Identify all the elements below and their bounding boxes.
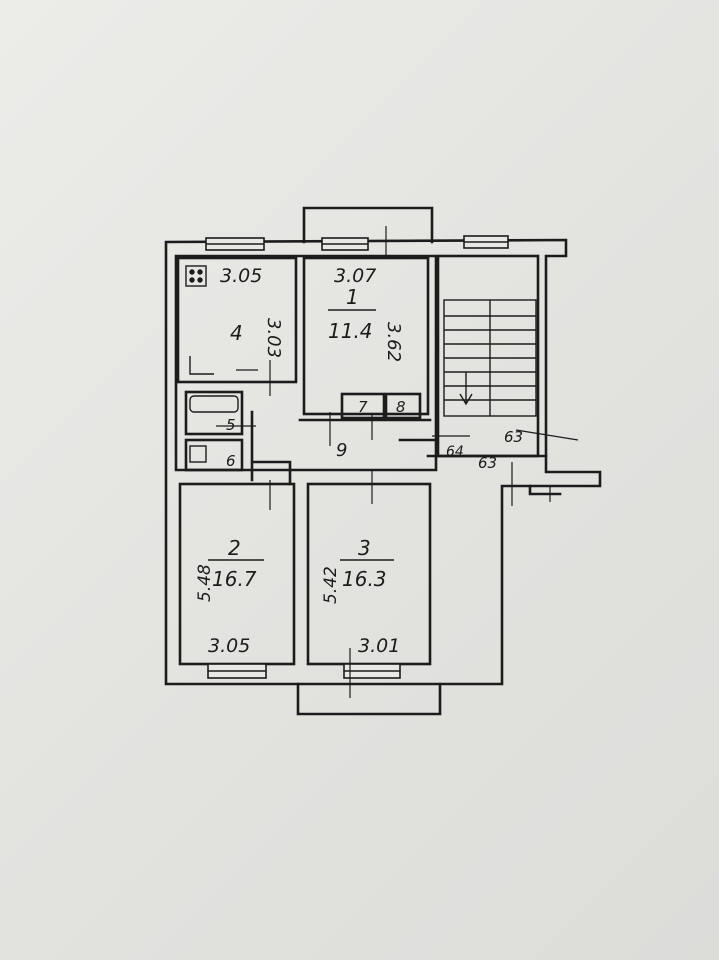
top-balcony bbox=[302, 206, 434, 244]
stove-icon bbox=[185, 265, 207, 287]
room-6-number: 6 bbox=[226, 452, 236, 470]
room-1-outline bbox=[302, 256, 430, 416]
corridor-wall bbox=[298, 418, 438, 442]
room-2-length: 5.48 bbox=[195, 564, 215, 602]
room-7-number: 7 bbox=[358, 398, 368, 416]
room-1-length: 3.62 bbox=[383, 322, 404, 362]
outer-wall bbox=[164, 238, 602, 686]
room-8-outline bbox=[384, 392, 422, 420]
room-2-area: 16.7 bbox=[212, 567, 257, 591]
room-3-number: 3 bbox=[358, 536, 371, 560]
inner-wall bbox=[174, 254, 438, 472]
room-1-number: 1 bbox=[346, 285, 359, 309]
room-4-width: 3.05 bbox=[220, 265, 262, 287]
stairs-arrow-icon bbox=[459, 372, 473, 406]
room-7-outline bbox=[340, 392, 386, 420]
corridor-wall bbox=[250, 410, 292, 486]
room-6-outline bbox=[184, 438, 244, 472]
room-1-area: 11.4 bbox=[328, 319, 373, 343]
dimension-label: 63 bbox=[478, 454, 497, 472]
room-9-number: 9 bbox=[336, 440, 347, 461]
room-3-area: 16.3 bbox=[342, 567, 387, 591]
room-2-width: 3.05 bbox=[208, 635, 250, 657]
room-1-width: 3.07 bbox=[334, 265, 376, 287]
room-3-width: 3.01 bbox=[358, 635, 400, 657]
room-5-number: 5 bbox=[226, 416, 236, 434]
dimension-label: 63 bbox=[504, 428, 523, 446]
dimension-label: 64 bbox=[446, 444, 464, 460]
room-8-number: 8 bbox=[396, 398, 406, 416]
sink-icon bbox=[189, 445, 207, 463]
room-4-number: 4 bbox=[230, 321, 243, 345]
room-2-number: 2 bbox=[228, 536, 241, 560]
room-3-length: 5.42 bbox=[321, 566, 341, 604]
kitchen-cabinet bbox=[189, 356, 214, 375]
bathtub-icon bbox=[189, 395, 239, 413]
stair-hall-outline bbox=[436, 254, 540, 458]
room-4-outline bbox=[176, 256, 298, 384]
room-5-outline bbox=[184, 390, 244, 436]
bottom-balcony bbox=[296, 682, 442, 716]
room-4-length: 3.03 bbox=[263, 318, 284, 358]
